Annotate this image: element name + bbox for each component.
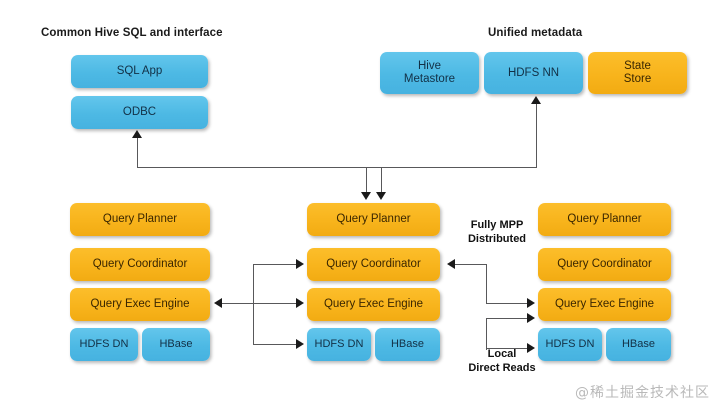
node-right-hbase[interactable]: HBase xyxy=(606,328,671,361)
annotation-local-line2: Direct Reads xyxy=(468,361,536,374)
connector-center-to-right-exec-2 xyxy=(486,318,528,319)
connector-main-bus xyxy=(137,167,537,168)
box-hive-metastore[interactable]: Hive Metastore xyxy=(380,52,479,94)
watermark: @稀土掘金技术社区 xyxy=(575,385,710,401)
connector-right-trunk-upper xyxy=(486,264,487,304)
arrowhead-center-planner-2 xyxy=(376,192,386,200)
box-state-store-line2: Store xyxy=(623,73,652,85)
node-right-query-coordinator[interactable]: Query Coordinator xyxy=(538,248,671,281)
connector-left-trunk-lower xyxy=(253,303,254,345)
connector-hdfs-nn-riser xyxy=(536,104,537,168)
arrowhead-center-exec-engine-left xyxy=(296,298,304,308)
box-state-store[interactable]: State Store xyxy=(588,52,687,94)
node-center-hbase[interactable]: HBase xyxy=(375,328,440,361)
box-hive-metastore-line1: Hive xyxy=(417,59,441,72)
node-left-query-planner[interactable]: Query Planner xyxy=(70,203,210,236)
connector-odbc-riser xyxy=(137,138,138,168)
box-hive-metastore-line2: Metastore xyxy=(403,73,456,85)
connector-left-to-center-hdfs xyxy=(253,344,297,345)
caption-unified-metadata: Unified metadata xyxy=(488,27,583,39)
arrowhead-right-hdfs-dn xyxy=(527,343,535,353)
box-state-store-line1: State xyxy=(624,59,651,72)
connector-center-to-right-hdfs xyxy=(486,348,528,349)
node-right-query-exec-engine[interactable]: Query Exec Engine xyxy=(538,288,671,321)
connector-left-to-center-coordinator xyxy=(253,264,297,265)
node-center-hdfs-dn[interactable]: HDFS DN xyxy=(307,328,371,361)
connector-left-to-center-exec xyxy=(253,303,297,304)
connector-right-trunk-lower xyxy=(486,318,487,350)
node-left-hbase[interactable]: HBase xyxy=(142,328,210,361)
annotation-local-direct-reads: Local Direct Reads xyxy=(454,348,550,376)
arrowhead-center-coordinator-right xyxy=(447,259,455,269)
node-center-query-planner[interactable]: Query Planner xyxy=(307,203,440,236)
connector-right-to-center-coordinator xyxy=(455,264,487,265)
annotation-local-line1: Local xyxy=(487,348,517,360)
annotation-mpp-line1: Fully MPP xyxy=(470,219,524,231)
node-center-query-coordinator[interactable]: Query Coordinator xyxy=(307,248,440,281)
annotation-mpp-line2: Distributed xyxy=(467,232,527,245)
arrowhead-right-exec-engine-1 xyxy=(527,298,535,308)
node-right-hdfs-dn[interactable]: HDFS DN xyxy=(538,328,602,361)
arrowhead-to-hdfs-nn xyxy=(531,96,541,104)
node-left-query-exec-engine[interactable]: Query Exec Engine xyxy=(70,288,210,321)
node-right-query-planner[interactable]: Query Planner xyxy=(538,203,671,236)
connector-left-trunk-upper xyxy=(253,264,254,304)
connector-center-drop-2 xyxy=(381,167,382,193)
node-left-hdfs-dn[interactable]: HDFS DN xyxy=(70,328,138,361)
arrowhead-center-coordinator-left xyxy=(296,259,304,269)
connector-center-to-right-exec-1 xyxy=(486,303,528,304)
box-odbc[interactable]: ODBC xyxy=(71,96,208,129)
connector-center-drop-1 xyxy=(366,167,367,193)
box-hdfs-nn[interactable]: HDFS NN xyxy=(484,52,583,94)
arrowhead-center-hdfs-dn-left xyxy=(296,339,304,349)
annotation-fully-mpp-distributed: Fully MPP Distributed xyxy=(455,219,539,247)
arrowhead-to-odbc xyxy=(132,130,142,138)
box-sql-app[interactable]: SQL App xyxy=(71,55,208,88)
connector-center-to-left-exec xyxy=(222,303,254,304)
arrowhead-right-exec-engine-2 xyxy=(527,313,535,323)
arrowhead-left-exec-engine xyxy=(214,298,222,308)
node-center-query-exec-engine[interactable]: Query Exec Engine xyxy=(307,288,440,321)
node-left-query-coordinator[interactable]: Query Coordinator xyxy=(70,248,210,281)
caption-common-hive-sql: Common Hive SQL and interface xyxy=(41,27,223,39)
arrowhead-center-planner-1 xyxy=(361,192,371,200)
